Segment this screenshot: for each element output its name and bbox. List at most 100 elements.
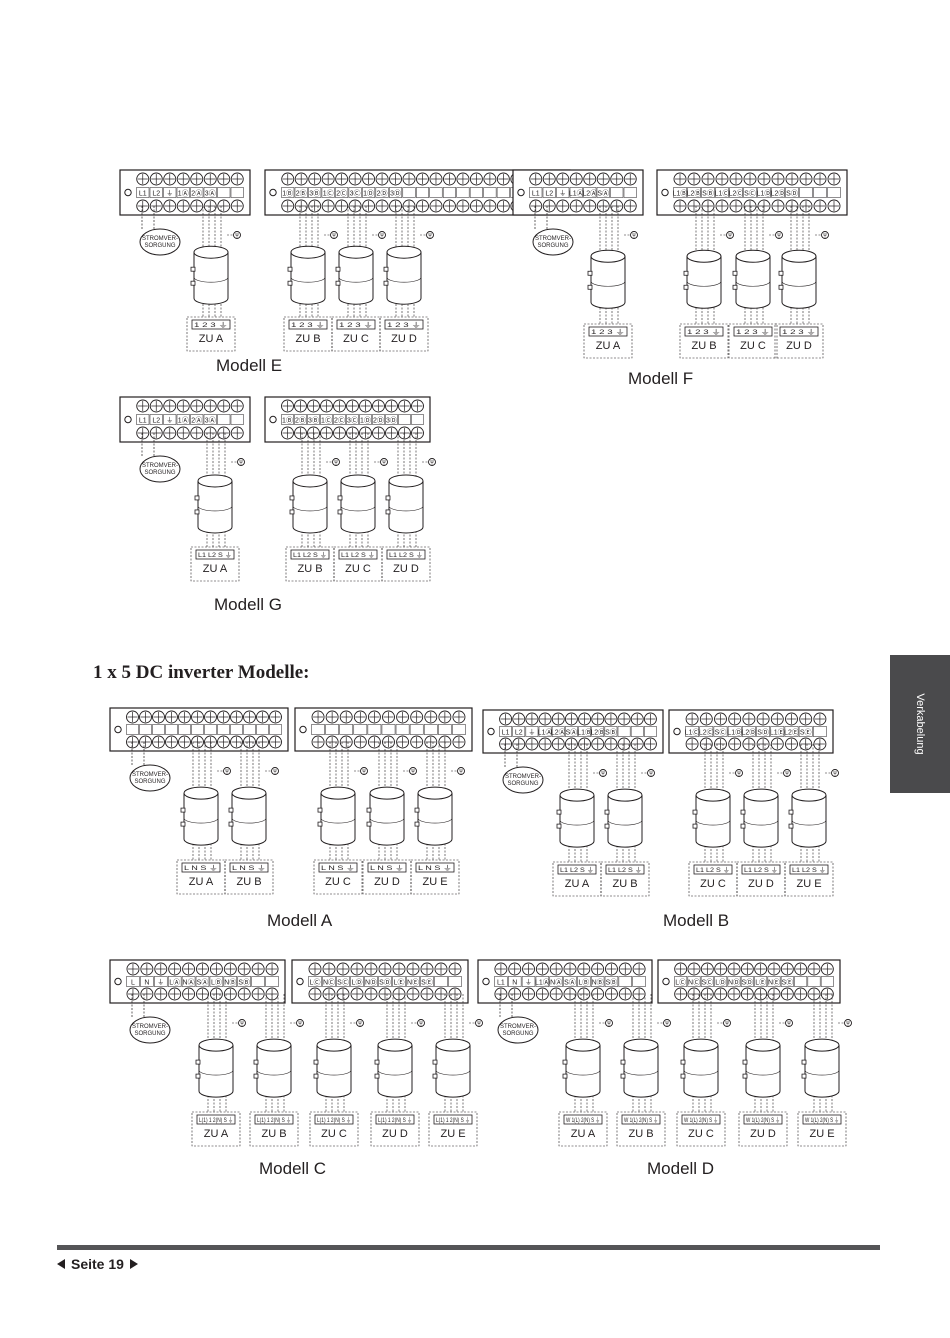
- svg-text:L2: L2: [152, 191, 160, 198]
- model-label-c: Modell C: [259, 1159, 327, 1178]
- svg-text:LⒸ: LⒸ: [675, 979, 686, 987]
- svg-text:1Ⓑ: 1Ⓑ: [282, 190, 293, 198]
- page-navigation: Seite 19: [57, 1256, 138, 1272]
- indoor-unit-icon: [383, 245, 422, 305]
- indoor-unit-icon: [742, 1038, 781, 1098]
- model-label-b: Modell B: [663, 911, 730, 930]
- ground-icon: [723, 1019, 731, 1027]
- ground-icon: [426, 231, 434, 239]
- svg-text:NⒺ: NⒺ: [768, 979, 780, 987]
- svg-text:3Ⓐ: 3Ⓐ: [205, 190, 216, 198]
- svg-text:SⒹ: SⒹ: [786, 190, 798, 198]
- svg-text:L2: L2: [152, 418, 160, 425]
- svg-text:1 2 3 ⏚: 1 2 3 ⏚: [736, 328, 770, 336]
- svg-text:3Ⓑ: 3Ⓑ: [309, 190, 320, 198]
- indoor-unit-icon: [732, 249, 771, 309]
- svg-text:1Ⓓ: 1Ⓓ: [363, 190, 374, 198]
- svg-text:L2Ⓑ: L2Ⓑ: [590, 729, 605, 737]
- indoor-unit-terminal-box: L1 L2 S ⏚ZU C: [688, 861, 738, 897]
- ground-icon: [380, 458, 388, 466]
- svg-text:L1Ⓒ: L1Ⓒ: [685, 729, 700, 737]
- svg-text:SORGUNG: SORGUNG: [507, 781, 538, 787]
- indoor-unit-icon: [289, 474, 328, 534]
- svg-text:2Ⓓ: 2Ⓓ: [377, 190, 388, 198]
- indoor-unit-label: ZU D: [391, 333, 417, 345]
- svg-text:⏚: ⏚: [525, 979, 532, 987]
- ground-icon: [735, 769, 743, 777]
- svg-text:SⒸ: SⒸ: [715, 729, 727, 737]
- indoor-unit-icon: [604, 788, 643, 848]
- indoor-unit-terminal-box: L(1) 1 2(N) S ⏚ZU C: [309, 1111, 359, 1147]
- indoor-unit-terminal-box: 1 2 3 ⏚ZU C: [728, 323, 778, 359]
- ground-icon: [599, 769, 607, 777]
- indoor-unit-label: ZU D: [382, 1128, 408, 1140]
- indoor-unit-terminal-box: W 1(L) 2(N) S ⏚ZU B: [616, 1111, 666, 1147]
- ground-icon: [605, 1019, 613, 1027]
- svg-text:L2Ⓔ: L2Ⓔ: [784, 729, 799, 737]
- svg-text:L1: L1: [139, 191, 147, 198]
- indoor-unit-icon: [778, 249, 817, 309]
- svg-text:L1 L2 S ⏚: L1 L2 S ⏚: [341, 551, 375, 559]
- ground-icon: [783, 769, 791, 777]
- svg-text:1Ⓓ: 1Ⓓ: [360, 417, 371, 425]
- indoor-unit-label: ZU E: [422, 876, 447, 888]
- indoor-unit-label: ZU D: [786, 340, 812, 352]
- svg-text:L1: L1: [139, 418, 147, 425]
- ground-icon: [330, 231, 338, 239]
- svg-text:2Ⓑ: 2Ⓑ: [296, 190, 307, 198]
- indoor-unit-label: ZU C: [325, 876, 351, 888]
- svg-text:1 2 3 ⏚: 1 2 3 ⏚: [387, 321, 421, 329]
- ground-icon: [271, 767, 279, 775]
- power-supply-label: STROMVER-SORGUNG: [497, 1016, 539, 1044]
- svg-text:LⒶ: LⒶ: [169, 979, 180, 987]
- svg-text:STROMVER-: STROMVER-: [535, 236, 571, 242]
- svg-text:1 2 3 ⏚: 1 2 3 ⏚: [291, 321, 325, 329]
- indoor-unit-terminal-box: 1 2 3 ⏚ ZU B: [283, 316, 333, 352]
- svg-text:STROMVER-: STROMVER-: [142, 463, 178, 469]
- svg-text:NⒷ: NⒷ: [592, 979, 604, 987]
- outdoor-terminal-block-extension: [294, 707, 473, 752]
- svg-text:1Ⓑ: 1Ⓑ: [282, 417, 293, 425]
- svg-text:SⒷ: SⒷ: [605, 729, 617, 737]
- ground-icon: [223, 767, 231, 775]
- svg-text:SORGUNG: SORGUNG: [537, 243, 568, 249]
- svg-text:SⒹ: SⒹ: [757, 729, 769, 737]
- indoor-unit-label: ZU A: [565, 878, 590, 890]
- indoor-unit-icon: [385, 474, 424, 534]
- svg-text:L N S ⏚: L N S ⏚: [321, 864, 355, 872]
- indoor-unit-label: ZU D: [748, 878, 774, 890]
- svg-text:L1 L2 S ⏚: L1 L2 S ⏚: [389, 551, 423, 559]
- indoor-unit-label: ZU B: [236, 876, 261, 888]
- indoor-unit-terminal-box: 1 2 3 ⏚ZU D: [774, 323, 824, 359]
- svg-text:STROMVER-: STROMVER-: [500, 1024, 536, 1030]
- indoor-unit-label: ZU B: [295, 333, 320, 345]
- indoor-unit-icon: [788, 788, 827, 848]
- next-page-icon[interactable]: [129, 1259, 138, 1269]
- indoor-unit-label: ZU D: [374, 876, 400, 888]
- svg-text:W 1(L) 2(N) S ⏚: W 1(L) 2(N) S ⏚: [624, 1116, 658, 1124]
- power-supply-label: STROMVER-SORGUNG: [129, 1016, 171, 1044]
- svg-text:L1 L2 S ⏚: L1 L2 S ⏚: [293, 551, 327, 559]
- svg-text:L(1) 1 2(N) S ⏚: L(1) 1 2(N) S ⏚: [436, 1116, 470, 1124]
- svg-text:L N S ⏚: L N S ⏚: [184, 864, 218, 872]
- svg-text:SⒹ: SⒹ: [379, 979, 391, 987]
- indoor-unit-label: ZU B: [612, 878, 637, 890]
- indoor-unit-icon: [366, 786, 405, 846]
- svg-text:⏚: ⏚: [166, 417, 173, 425]
- side-tab-label: Verkabelung: [914, 693, 926, 755]
- indoor-unit-label: ZU C: [688, 1128, 714, 1140]
- indoor-unit-terminal-box: L(1) 1 2(N) S ⏚ZU E: [428, 1111, 478, 1147]
- svg-text:L(1) 1 2(N) S ⏚: L(1) 1 2(N) S ⏚: [378, 1116, 412, 1124]
- indoor-unit-icon: [180, 786, 219, 846]
- ground-icon: [233, 231, 241, 239]
- indoor-unit-terminal-box: L1 L2 S ⏚ZU A: [552, 861, 602, 897]
- indoor-unit-icon: [228, 786, 267, 846]
- previous-page-icon[interactable]: [57, 1259, 65, 1269]
- indoor-unit-terminal-box: 1 2 3 ⏚ZU A: [583, 323, 633, 359]
- svg-text:NⒹ: NⒹ: [728, 979, 740, 987]
